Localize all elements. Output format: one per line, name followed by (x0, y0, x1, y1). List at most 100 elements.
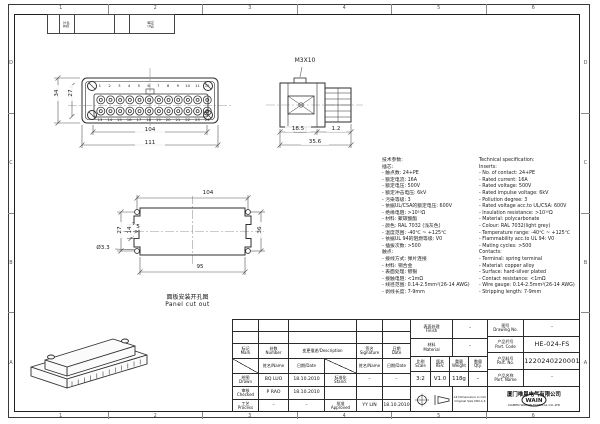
technical-spec-chinese: 技术参数:插芯:- 触点数: 24+PE- 额定电流: 16A- 额定电压: 5… (382, 158, 470, 296)
pin-number: 17 (136, 117, 142, 122)
pin-number: 23 (194, 117, 200, 122)
pin-number: 20 (165, 117, 171, 122)
diagonal-cell (232, 358, 258, 373)
subheader-name: 姓名/Name (356, 358, 382, 373)
weight-value: 118g (449, 371, 468, 386)
rev-empty-cell (324, 386, 356, 399)
dim-1-2: 1.2 (326, 125, 346, 132)
spec-line-cn: - 线径范围: 0.14-2.5mm²(26-14 AWG) (382, 283, 470, 289)
role-approved: 批准 Approved (324, 399, 356, 412)
spec-line-cn: 插芯: (382, 164, 394, 170)
isometric-view-drawing (30, 338, 148, 389)
rev-empty-cell (232, 319, 258, 331)
header-description: 变更描述/Description (288, 343, 356, 358)
panel-cutout-caption-cn: 面板安装开孔图 (166, 294, 209, 301)
zone-letter: D (8, 14, 14, 114)
spec-line-cn: - 插拔次数: >500 (382, 243, 421, 249)
rev-empty-cell (356, 386, 382, 399)
attachment-date-label: 日期 Date (147, 20, 155, 28)
spec-line-en: - Terminal: spring terminal (479, 256, 543, 262)
panel-cutout-caption-en: Panel cut out (165, 302, 210, 308)
dim-111: 111 (135, 139, 165, 146)
drawing-no-value: – (523, 319, 580, 336)
pin-number: 22 (185, 117, 191, 122)
spec-line-en: - Material: polycarbonate (479, 217, 540, 223)
rev-empty-cell (382, 319, 410, 331)
spec-line-en: - Colour: RAL 7032(light grey) (479, 223, 551, 229)
spec-line-en: - Surface: hard-silver plated (479, 270, 546, 276)
rev-empty-cell (258, 319, 288, 331)
part-no-label: 产品料号 Part. No. (487, 352, 523, 369)
pin-number: 9 (176, 83, 180, 88)
pin-number: 10 (185, 83, 191, 88)
spec-line-cn: - 污染等级: 3 (382, 197, 411, 203)
rev-empty-cell (258, 331, 288, 343)
rev-label: 版本 REV. (430, 356, 449, 371)
spec-line-en: - Rated current: 16A (479, 177, 528, 183)
side-view-drawing (266, 66, 363, 148)
technical-spec-english: Technical specification:Inserts:- No. of… (479, 158, 575, 296)
scale-value: 3:2 (410, 371, 430, 386)
stand-name: – (356, 373, 382, 386)
role-standardized: 标准化 Stand. (324, 373, 356, 386)
material-label: 材料 Material (410, 338, 452, 356)
zone-number: 5 (392, 412, 487, 419)
pin-number: 14 (107, 117, 113, 122)
part-name-value: – (523, 369, 580, 386)
dimensions-note: All Dimensions in mm Original Size DIN A… (452, 386, 487, 412)
pin-number: 7 (157, 83, 160, 88)
spec-line-en: - Rated impulse voltage: 6kV (479, 190, 549, 196)
wain-logo: WAIN (521, 393, 547, 406)
dim-panel-14: 14 (127, 223, 133, 237)
finish-value: – (452, 319, 487, 338)
drawn-date: 18.10.2010 (288, 373, 324, 386)
panel-cutout-caption: 面板安装开孔图 Panel cut out (130, 294, 245, 309)
spec-line-cn: 技术参数: (382, 158, 403, 163)
pin-number: 5 (137, 83, 141, 88)
spec-line-en: - Wire gauge: 0.14-2.5mm²(26-14 AWG) (479, 283, 575, 289)
subheader-name: 姓名/Name (258, 358, 288, 373)
spec-line-cn: - 绝缘电阻: >10¹⁰Ω (382, 210, 426, 216)
rev-empty-cell (382, 331, 410, 343)
zone-number: 4 (298, 412, 392, 419)
part-code-value: HE-024-FS (523, 336, 580, 352)
zone-number: 4 (298, 4, 392, 14)
qty-value: – (468, 371, 487, 386)
company-cell: WAIN 厦门唯恩电气有限公司 XIAMEN WAIN ELECTRICAL C… (487, 386, 580, 412)
spec-line-cn: - 表面处理: 镀银 (382, 270, 418, 276)
spec-line-en: - Rated voltage acc.to UL/CSA: 600V (479, 204, 567, 210)
rev-empty-cell (288, 331, 356, 343)
subheader-date: 日期/Date (382, 358, 410, 373)
pin-number: 1 (98, 83, 102, 88)
dim-panel-36: 36 (257, 222, 263, 238)
dim-panel-5: 5 (134, 224, 142, 230)
spec-line-cn: - 接线方式: 弹片连接 (382, 256, 427, 262)
zone-number: 2 (109, 4, 203, 14)
zone-letter: A (9, 359, 13, 366)
pin-number: 16 (126, 117, 132, 122)
zone-number: 6 (531, 413, 535, 419)
dim-panel-104: 104 (190, 190, 226, 196)
attachment-sign-label: 签字 Sign (62, 20, 70, 28)
spec-line-en: Technical specification: (479, 158, 535, 163)
spec-line-cn: 触点: (382, 250, 394, 256)
dim-panel-hole: Ø3.3 (91, 245, 115, 251)
stand-date: – (382, 373, 410, 386)
header-date: 日期 Date (382, 343, 410, 358)
diagonal-cell (324, 358, 356, 373)
pin-number: 12 (204, 83, 210, 88)
pin-number: 19 (155, 117, 161, 122)
pin-number: 11 (194, 83, 200, 88)
iso-terminal-slots (71, 359, 141, 387)
wain-logo-text: WAIN (525, 398, 542, 404)
pin-number: 6 (147, 83, 150, 88)
spec-line-cn: - 额定电压: 500V (382, 184, 421, 190)
zone-letter: C (8, 114, 14, 214)
subheader-date: 日期/Date (288, 358, 324, 373)
